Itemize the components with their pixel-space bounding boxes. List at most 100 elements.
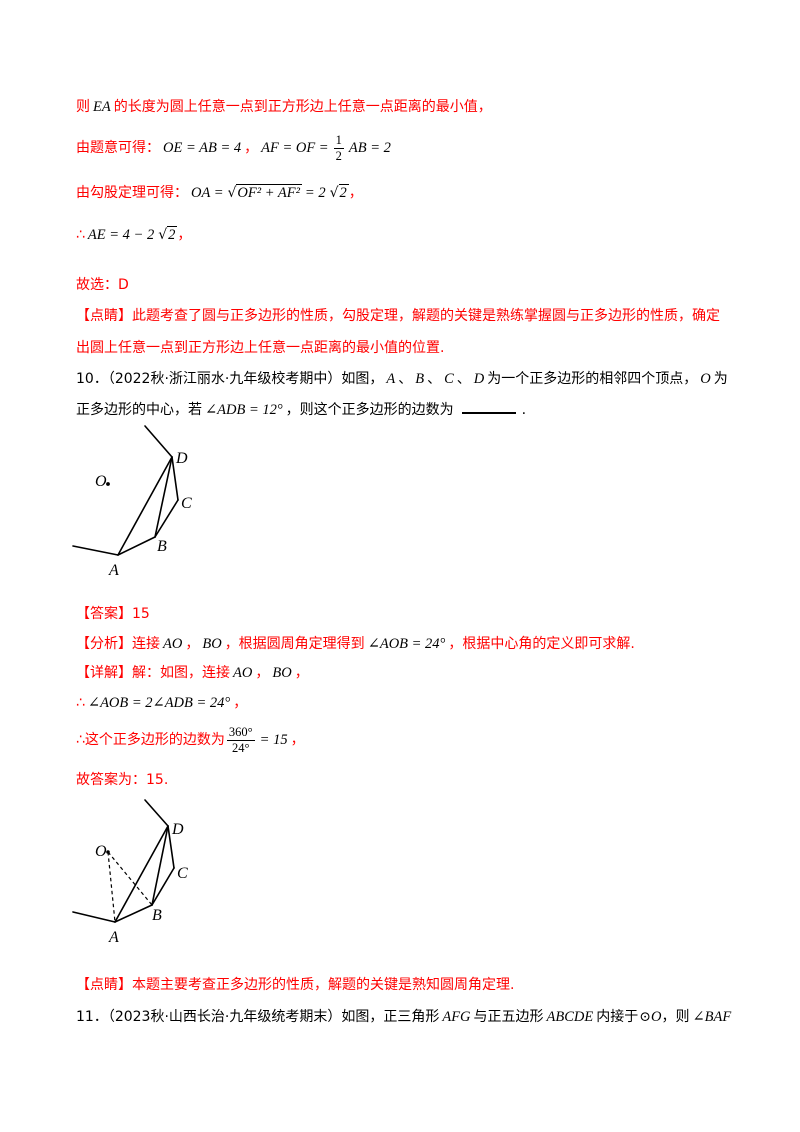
text-segment: 由勾股定理可得： (76, 185, 188, 201)
text-segment: 的长度为圆上任意一点到正方形边上任意一点距离的最小值， (113, 99, 492, 115)
text-segment: ， (255, 665, 270, 681)
text-segment: 11．（2023秋·山西长治·九年级统考期末）如图，正三角形 (76, 1009, 440, 1025)
text-segment: 【分析】连接 (76, 636, 160, 652)
text-segment: ，则 (661, 1009, 690, 1025)
math-bo: BO (202, 636, 222, 652)
denominator: 2 (333, 147, 344, 163)
label-o: O (95, 843, 107, 860)
math-angle-aob: ∠AOB = 24° (367, 636, 446, 652)
text-segment: ，则这个正多边形的边数为 (285, 402, 454, 418)
segment-bd (154, 456, 173, 538)
text-segment: ， (233, 695, 248, 711)
math-oe-ab: OE = AB = 4 (163, 140, 242, 156)
denominator: 24° (226, 739, 255, 755)
text-segment: ， (185, 636, 200, 652)
edge-upper-stub (144, 799, 169, 827)
math-c: C (444, 371, 454, 387)
text-segment: 内接于 (596, 1009, 639, 1025)
step-angle-aob: ∴∠AOB = 2∠ADB = 24°， (76, 694, 247, 712)
label-d: D (171, 821, 184, 838)
math-oa: OA = (191, 185, 224, 201)
text-segment: 、 (427, 371, 442, 387)
text-segment: ， (244, 140, 259, 156)
math-ao: AO (163, 636, 183, 652)
text-segment: 由题意可得： (76, 140, 160, 156)
math-o: O (700, 371, 711, 387)
math-abcde: ABCDE (546, 1009, 594, 1025)
sqrt-sign: √ (329, 185, 339, 201)
question-10-line-2: 正多边形的中心，若∠ADB = 12°，则这个正多边形的边数为. (76, 401, 526, 419)
text-segment: ， (177, 227, 192, 243)
label-a: A (108, 562, 119, 579)
text-segment: 、 (456, 371, 471, 387)
label-b: B (157, 538, 167, 555)
center-point-o (106, 850, 110, 854)
figure-polygon-2: D C B A O (72, 799, 188, 946)
math-ab-2: AB = 2 (348, 140, 391, 156)
answer-blank (461, 402, 516, 414)
sqrt-sign: √ (158, 227, 168, 243)
solution-line-pythagoras: 由勾股定理可得：OA =√OF² + AF²= 2√2， (76, 180, 363, 206)
radicand: OF² + AF² (236, 184, 302, 201)
segment-ad (117, 456, 173, 556)
therefore-symbol: ∴ (76, 227, 85, 243)
final-answer-line: 故答案为：15. (76, 772, 169, 788)
circle-dot-symbol: ⊙ (639, 1009, 651, 1025)
text-segment: ，根据中心角的定义即可求解. (448, 636, 635, 652)
math-d: D (473, 371, 485, 387)
edge-cb (154, 499, 179, 538)
radicand: 2 (167, 226, 178, 243)
edge-ba (114, 904, 153, 923)
therefore-symbol: ∴ (76, 695, 85, 711)
label-c: C (181, 495, 192, 512)
text-segment: ， (294, 665, 309, 681)
text-segment: 为一个正多边形的相邻四个顶点， (487, 371, 698, 387)
math-o: O (650, 1009, 662, 1025)
edge-upper-stub (144, 425, 173, 458)
edge-lower-stub (72, 545, 119, 556)
math-afg: AFG (442, 1009, 471, 1025)
text-segment: 为 (713, 371, 728, 387)
math-a: A (386, 371, 396, 387)
edge-cb (151, 867, 175, 906)
figure-polygon-1: D C B A O (72, 425, 192, 579)
numerator: 360° (228, 724, 253, 739)
math-angle-relation: ∠AOB = 2∠ADB = 24° (87, 695, 231, 711)
numerator: 1 (335, 132, 342, 147)
math-angle-adb: ∠ADB = 12° (205, 402, 283, 418)
math-ea: EA (93, 99, 111, 115)
center-point-o (106, 482, 110, 486)
label-d: D (175, 450, 188, 467)
math-b: B (415, 371, 425, 387)
math-af-of: AF = OF = (261, 140, 329, 156)
segment-bd (151, 825, 169, 906)
edge-dc (167, 825, 175, 869)
text-segment: 与正五边形 (473, 1009, 544, 1025)
fraction-360-over-24: 360°24° (226, 724, 255, 755)
text-segment: 【详解】解：如图，连接 (76, 665, 230, 681)
math-ao: AO (233, 665, 253, 681)
solution-choice: 故选：D (76, 277, 129, 293)
dashed-segment-ob (107, 851, 153, 906)
sqrt-sign: √ (227, 185, 237, 201)
text-segment: 、 (398, 371, 413, 387)
text-segment: ， (348, 185, 363, 201)
solution-note-line-1: 【点睛】此题考查了圆与正多边形的性质，勾股定理，解题的关键是熟练掌握圆与正多边形… (76, 308, 720, 324)
edge-ba (117, 536, 156, 556)
label-c: C (177, 865, 188, 882)
question-10-note: 【点睛】本题主要考查正多边形的性质，解题的关键是熟知圆周角定理. (76, 977, 515, 993)
text-segment: ，根据圆周角定理得到 (224, 636, 365, 652)
edge-dc (171, 456, 179, 501)
text-segment: 正多边形的中心，若 (76, 402, 202, 418)
text-segment: ， (290, 732, 305, 748)
edge-lower-stub (72, 911, 116, 923)
math-ae: AE = 4 − 2 (87, 227, 155, 243)
